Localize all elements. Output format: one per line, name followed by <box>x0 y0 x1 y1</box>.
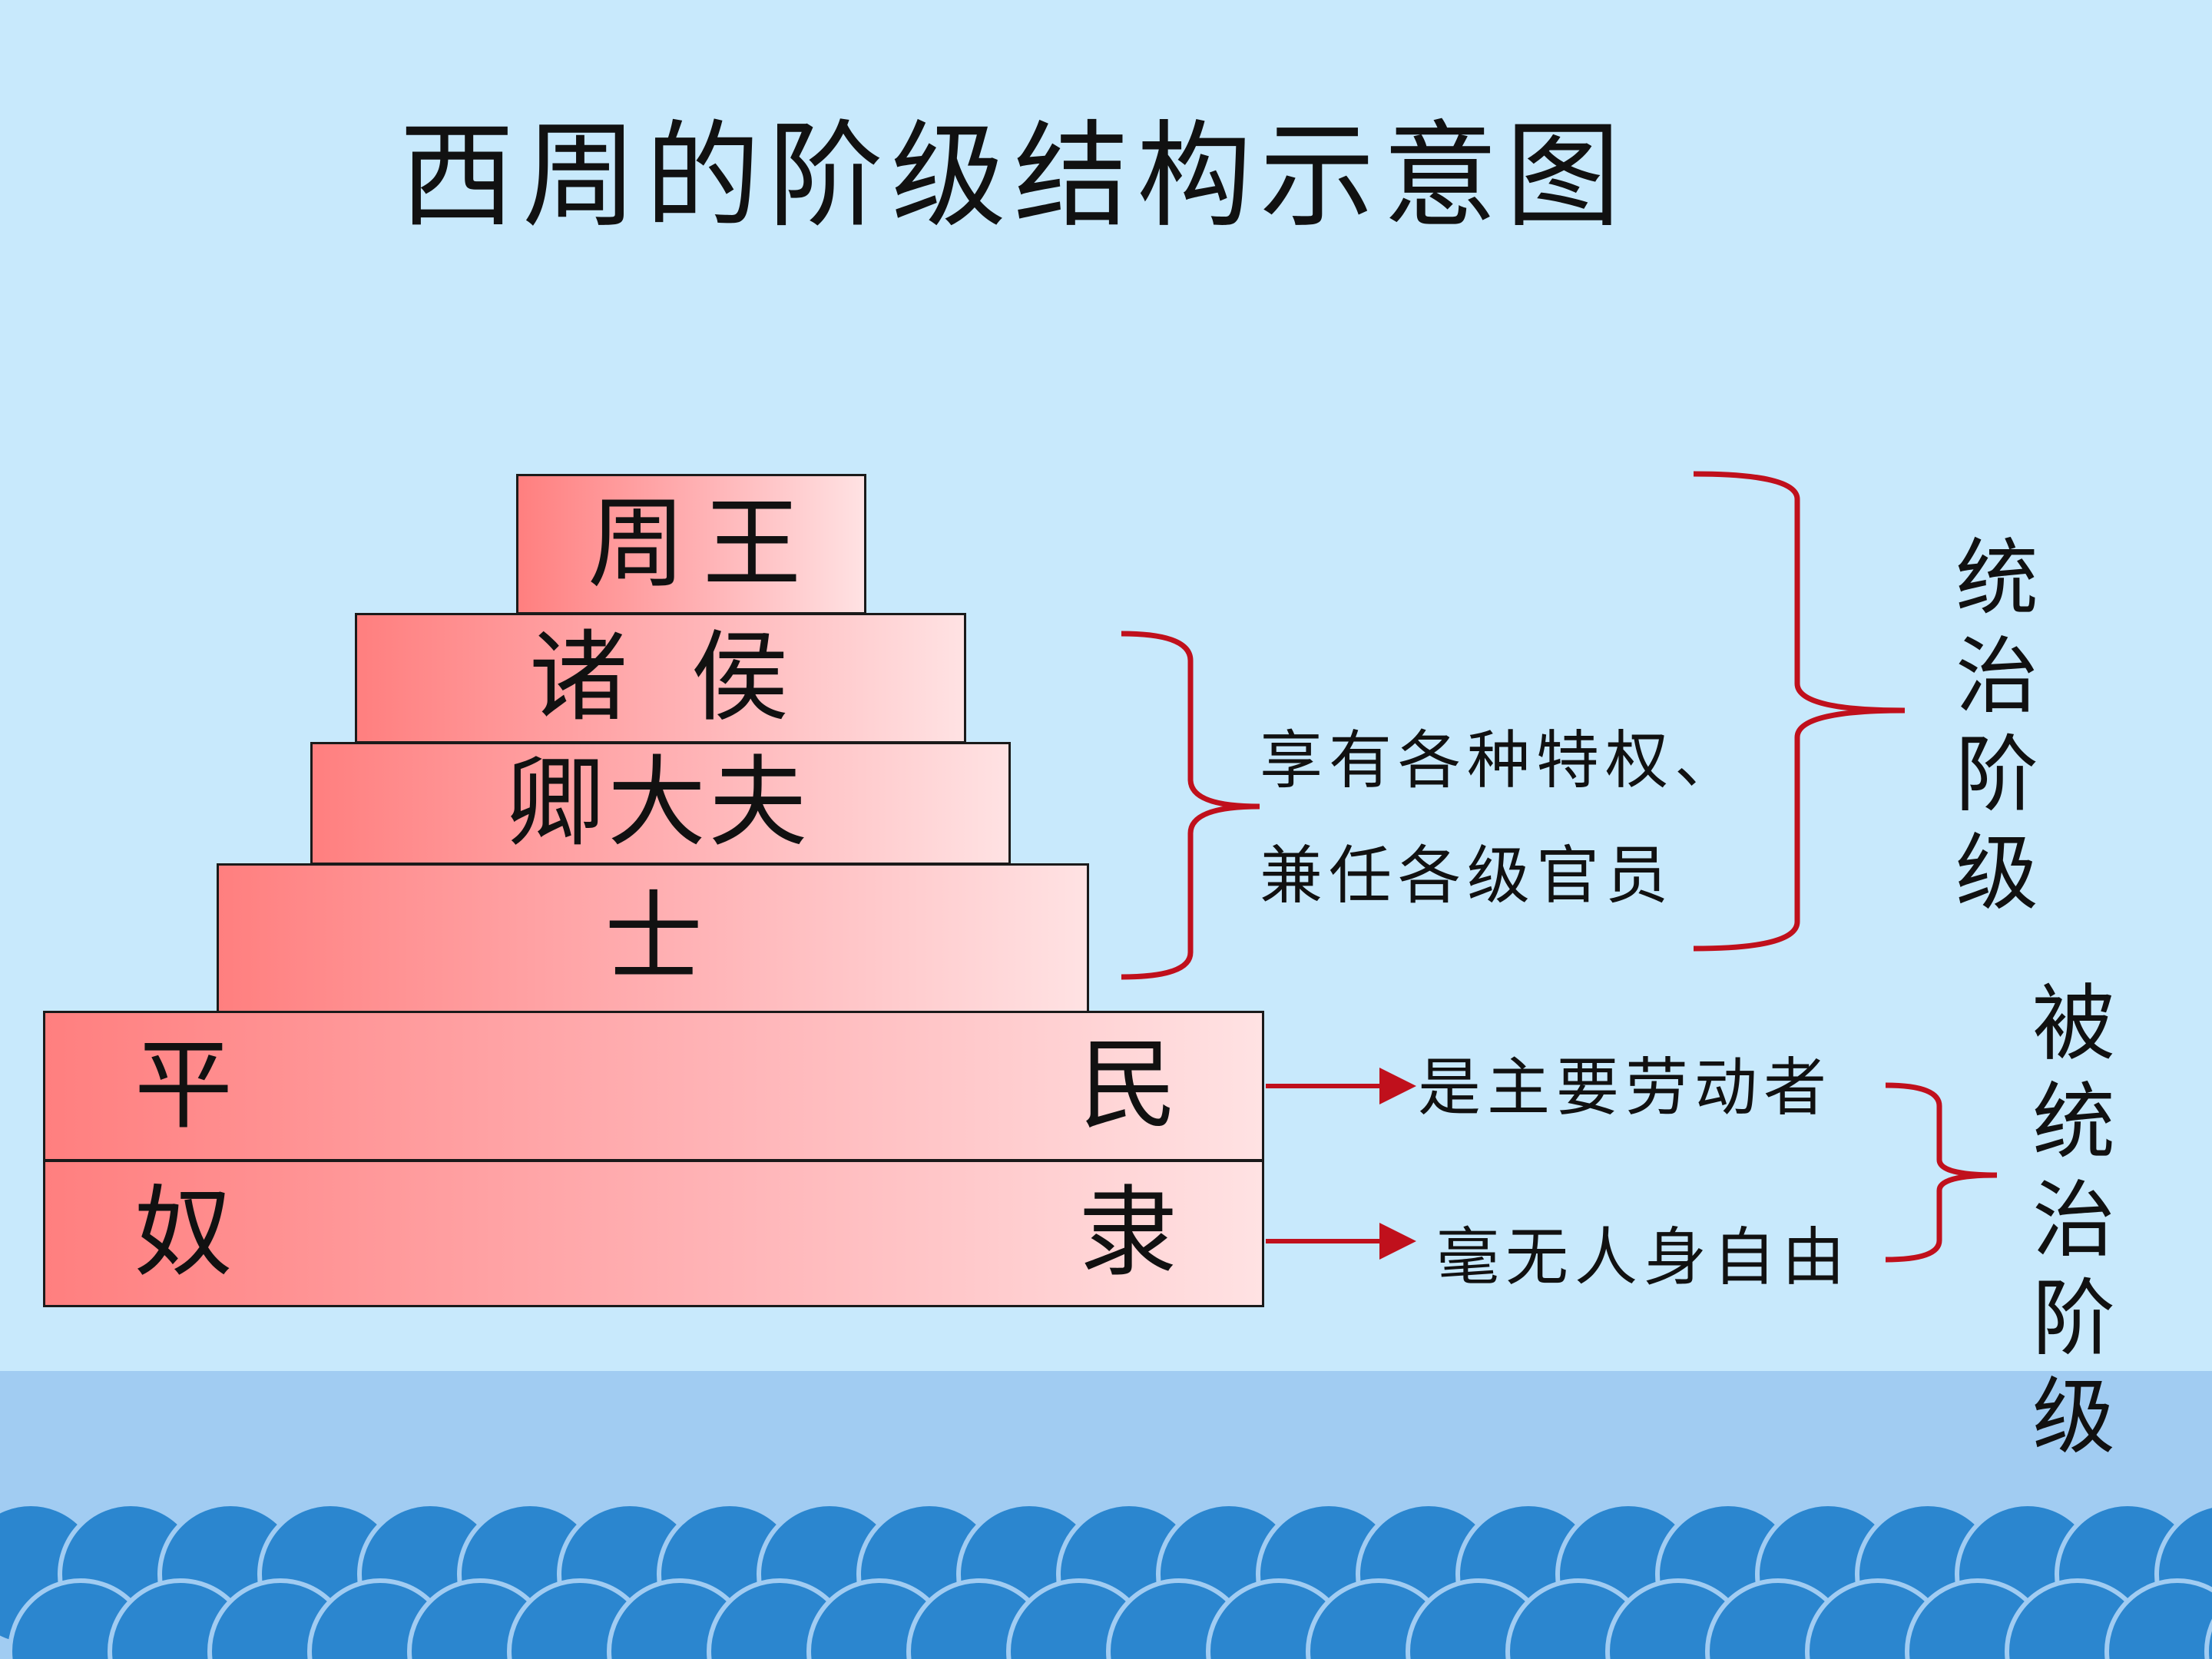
char: 阶 <box>1955 727 2038 823</box>
char: 统 <box>2032 1075 2115 1171</box>
slide-title: 西周的阶级结构示意图 <box>399 110 1629 243</box>
wave-scallop <box>2104 1578 2212 1659</box>
layer-pingmin: 平 民 <box>43 1011 1264 1161</box>
char: 阶 <box>2032 1271 2115 1367</box>
char: 统 <box>1955 531 2038 627</box>
char: 治 <box>2032 1173 2115 1269</box>
char: 级 <box>1955 826 2038 922</box>
layer-label: 诸侯 <box>529 621 853 735</box>
ruling-class-label: 统 治 阶 级 <box>1947 530 2047 923</box>
layer-label-left: 平 <box>134 1028 233 1143</box>
nuli-note: 毫无人身自由 <box>1436 1221 1852 1294</box>
layer-label-right: 民 <box>1079 1028 1178 1143</box>
ruling-class-bracket <box>1693 471 1906 952</box>
wave-scallop <box>2204 1618 2212 1659</box>
layer-label-left: 奴 <box>134 1176 233 1290</box>
wave-decoration <box>0 1502 2212 1659</box>
char: 被 <box>2032 976 2115 1072</box>
layer-label: 士 <box>604 881 704 995</box>
privilege-note-line1: 享有各种特权、 <box>1260 724 1744 797</box>
layer-zhu-hou: 诸侯 <box>355 613 966 743</box>
layer-zhou-wang: 周王 <box>516 474 866 614</box>
char: 级 <box>2032 1369 2115 1465</box>
pingmin-note: 是主要劳动者 <box>1418 1051 1833 1124</box>
layer-label: 周王 <box>588 486 819 601</box>
char: 治 <box>1955 629 2038 725</box>
layer-label-right: 隶 <box>1079 1176 1178 1290</box>
privilege-note-line2: 兼任各级官员 <box>1260 839 1675 912</box>
layer-nuli: 奴 隶 <box>43 1160 1264 1307</box>
layer-label: 卿大夫 <box>506 746 811 860</box>
privilege-bracket <box>1121 631 1260 980</box>
ruled-class-label: 被 统 治 阶 级 <box>2024 975 2124 1467</box>
layer-shi: 士 <box>217 863 1089 1014</box>
ruled-class-bracket <box>1885 1082 1998 1263</box>
